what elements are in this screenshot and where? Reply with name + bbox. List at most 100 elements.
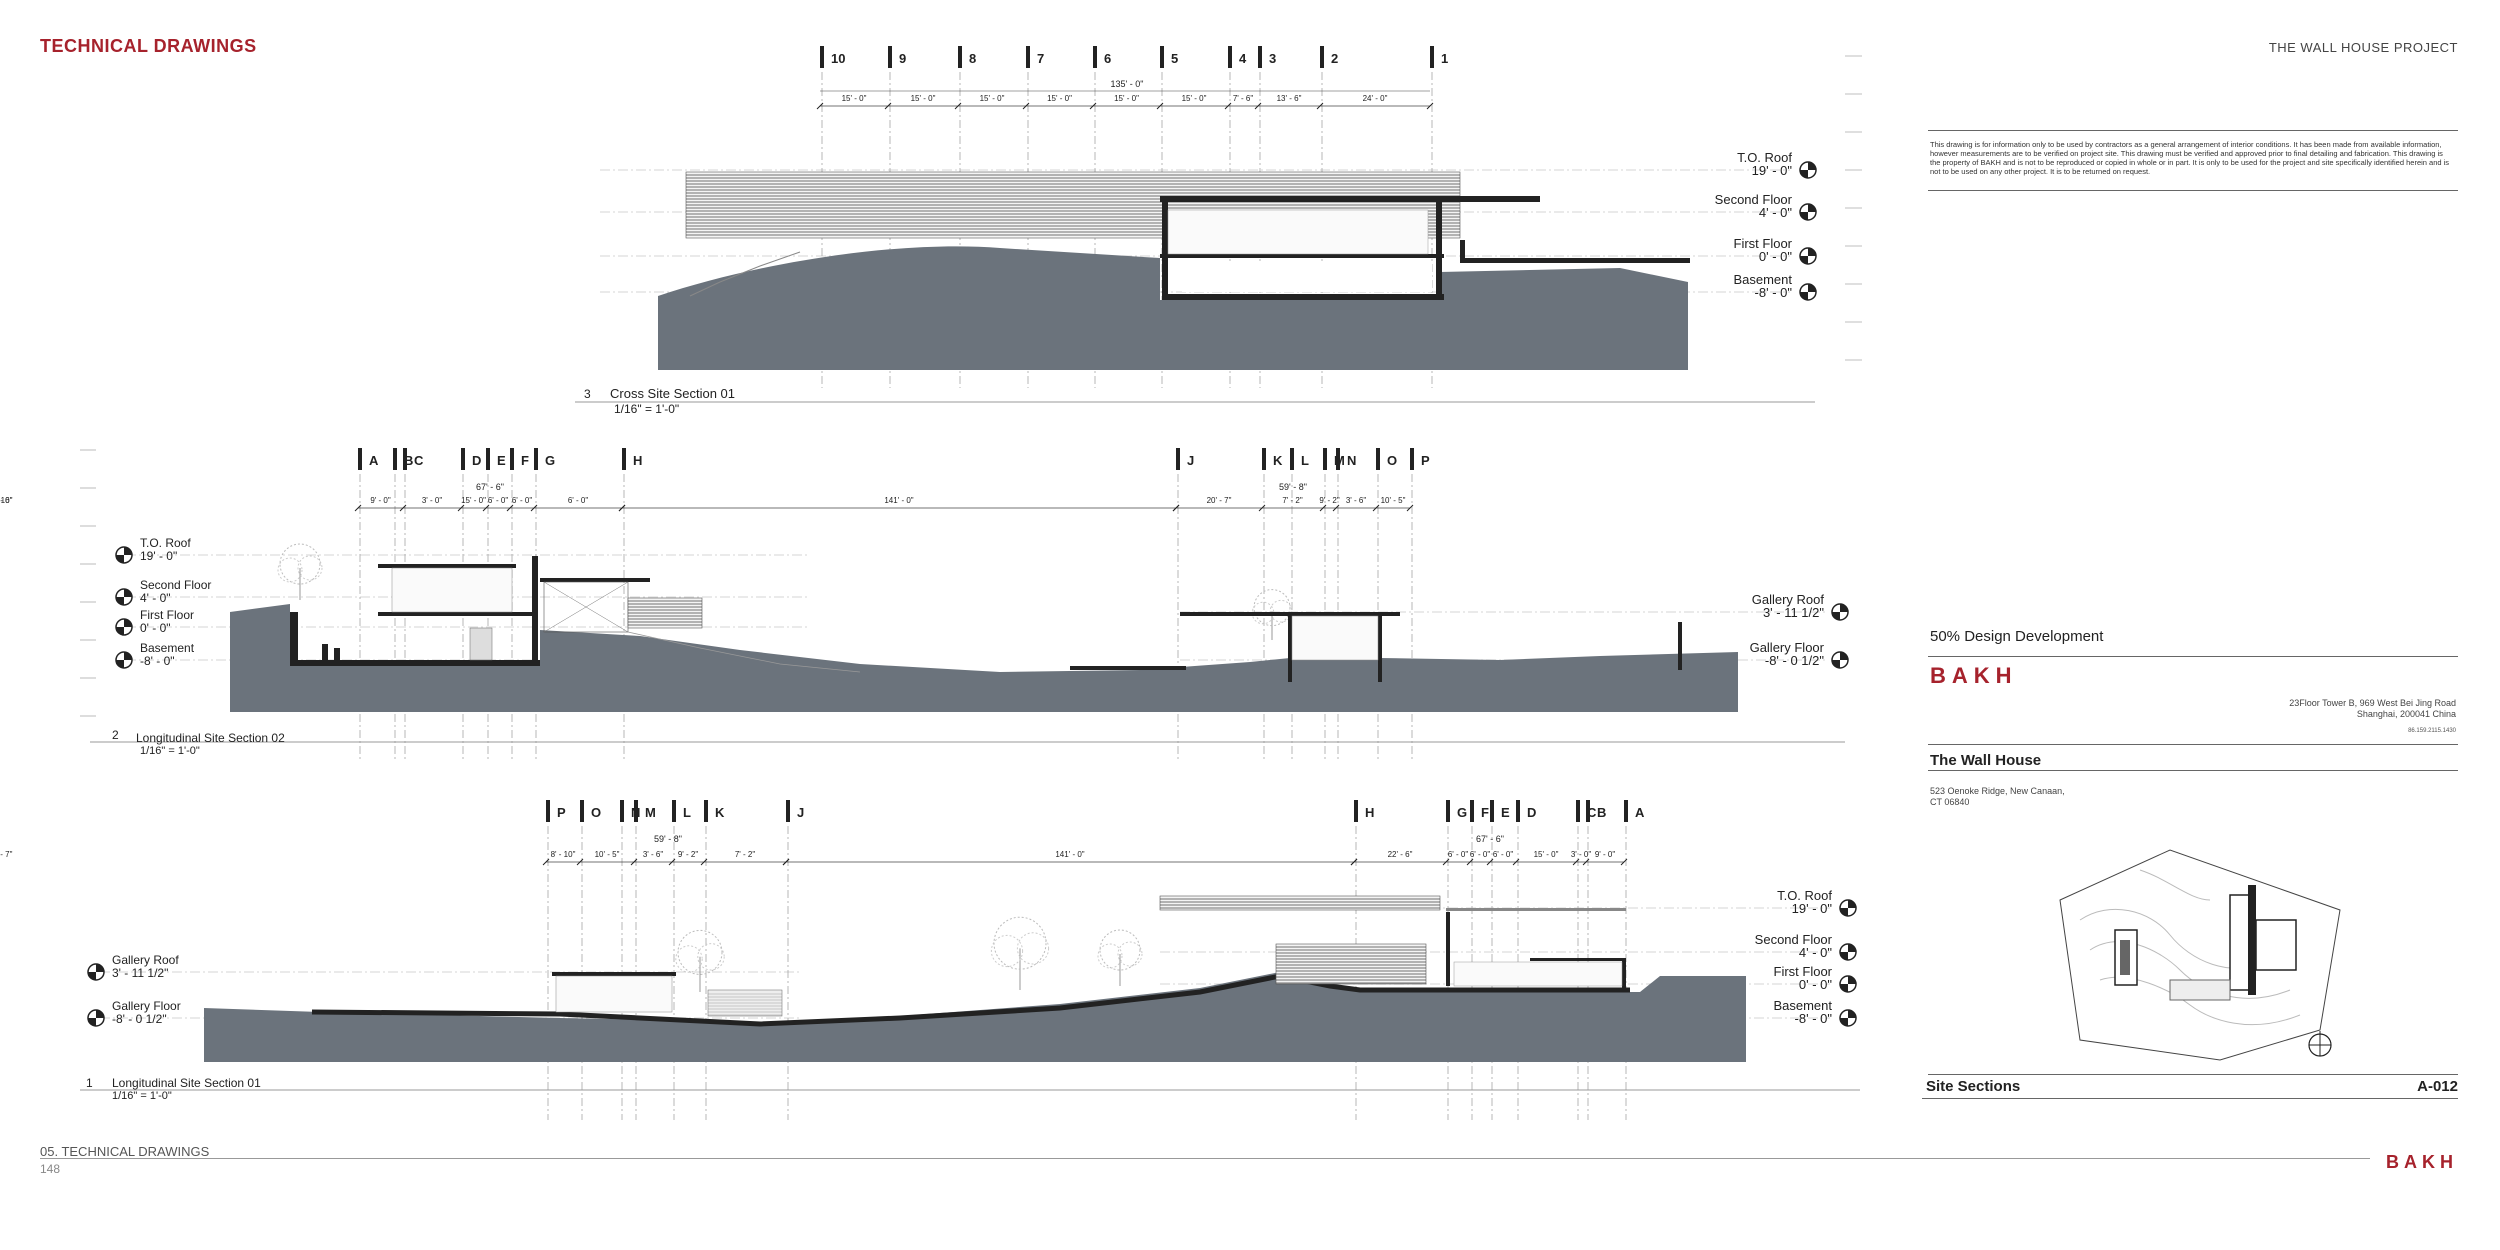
section2-left-dimension-text: 3' - 0" <box>422 496 443 505</box>
section1-left-dimension-tick <box>700 858 708 866</box>
section3-grid-bubble-8 <box>958 46 962 68</box>
title-block-divider-4 <box>1928 744 2458 745</box>
section2-right-dimension-tick <box>1319 504 1327 512</box>
section2-right-grid-bubble-O <box>1376 448 1380 470</box>
section2-right-dimension-text: 8' - 10" <box>0 496 13 505</box>
section3-grid-label-3: 3 <box>1269 51 1276 66</box>
section1-left-grid-label-O: O <box>591 805 601 820</box>
sheet-number: A-012 <box>2417 1078 2458 1095</box>
section2-left-grid-label-H: H <box>633 453 642 468</box>
footer-divider <box>40 1158 2370 1159</box>
section2-left-grid-label-G: G <box>545 453 555 468</box>
section2-level-name: Second Floor <box>140 578 211 592</box>
section1-left-dimension-text: 20' - 7" <box>0 850 13 859</box>
section1-terrain-cut-line <box>311 973 1630 1027</box>
section2-right-dimension-tick <box>1372 504 1380 512</box>
section1-level-name: Gallery Roof <box>112 953 179 967</box>
section3-number: 3 <box>584 387 591 401</box>
section3-grid-bubble-3 <box>1258 46 1262 68</box>
section1-right-dimension-tick <box>1486 858 1494 866</box>
section1-overall-dimension-left: 59' - 8" <box>654 834 682 844</box>
page-header-title: TECHNICAL DRAWINGS <box>40 36 257 56</box>
section1-middle-dimension-tick <box>782 858 790 866</box>
section3-level-elevation: 4' - 0" <box>1759 205 1792 220</box>
section2-right-grid-bubble-L <box>1290 448 1294 470</box>
section2-left-dimension-tick <box>506 504 514 512</box>
section2-number: 2 <box>112 728 119 742</box>
section2-right-dimension-tick <box>1332 504 1340 512</box>
section2-level-name: T.O. Roof <box>140 536 191 550</box>
title-block-divider-1 <box>1928 130 2458 131</box>
project-address: 523 Oenoke Ridge, New Canaan, CT 06840 <box>1930 786 2130 808</box>
section1-right-dimension-tick <box>1512 858 1520 866</box>
section2-right-dimension-text: 10' - 5" <box>1381 496 1406 505</box>
section2-level-marker-icon <box>1831 603 1849 621</box>
section2-left-dimension-tick <box>482 504 490 512</box>
footer-logo: BAKH <box>2386 1152 2458 1172</box>
section1-overall-dimension-right: 67' - 6" <box>1476 834 1504 844</box>
section2-left-grid-label-C: C <box>414 453 424 468</box>
design-stage: 50% Design Development <box>1930 628 2104 645</box>
page-number: 148 <box>40 1162 61 1176</box>
section2-left-grid-label-E: E <box>497 453 506 468</box>
section3-grid-label-7: 7 <box>1037 51 1044 66</box>
section2-left-grid-label-B: B <box>404 453 413 468</box>
section1-roof-band-elevation <box>1159 895 1441 911</box>
section3-grid-label-10: 10 <box>831 51 845 66</box>
section1-level-elevation: -8' - 0" <box>1795 1011 1833 1026</box>
section2-left-dimension-text: 9' - 0" <box>370 496 391 505</box>
section1-right-grid-label-G: G <box>1457 805 1467 820</box>
section3-level-marker-icon <box>1799 283 1817 301</box>
section3-overall-dimension: 135' - 0" <box>1111 79 1144 89</box>
section3-title: Cross Site Section 01 <box>610 386 735 401</box>
longitudinal-site-section-02: ABCDEFGHJKLMNOP67' - 6"59' - 8"9' - 0"3'… <box>0 448 1849 760</box>
section1-left-grid-label-J: J <box>797 805 804 820</box>
section1-right-grid-label-D: D <box>1527 805 1536 820</box>
footer-section-label: 05. TECHNICAL DRAWINGS <box>40 1144 210 1159</box>
title-block-divider-2 <box>1928 190 2458 191</box>
section1-left-dimension-text: 7' - 2" <box>735 850 756 859</box>
section2-right-dimension-text: 20' - 7" <box>1207 496 1232 505</box>
section2-level-elevation: 4' - 0" <box>140 591 171 605</box>
section3-dimension-text: 13' - 6" <box>1277 94 1302 103</box>
section1-main-house-cut <box>1446 908 1626 988</box>
office-address-line-1: 23Floor Tower B, 969 West Bei Jing Road <box>2289 698 2456 708</box>
section2-terrain-ramp <box>627 631 861 673</box>
section1-tree-icon <box>1097 929 1143 986</box>
section2-level-marker-icon <box>115 618 133 636</box>
section1-left-grid-bubble-K <box>704 800 708 822</box>
section2-level-elevation: 3' - 11 1/2" <box>1763 605 1824 620</box>
section3-grid-label-6: 6 <box>1104 51 1111 66</box>
section1-right-dimension-tick <box>1466 858 1474 866</box>
section2-left-dimension-text: 6' - 0" <box>488 496 509 505</box>
section3-grid-bubble-7 <box>1026 46 1030 68</box>
section1-right-dimension-text: 15' - 0" <box>1534 850 1559 859</box>
section1-left-grid-bubble-J <box>786 800 790 822</box>
section2-level-marker-icon <box>1831 651 1849 669</box>
section3-level-name: Basement <box>1733 272 1792 287</box>
section2-right-grid-label-O: O <box>1387 453 1397 468</box>
section2-tree-icon <box>277 543 323 600</box>
section1-right-dimension-tick <box>1572 858 1580 866</box>
section3-level-elevation: -8' - 0" <box>1755 285 1793 300</box>
section1-right-dimension-tick <box>1442 858 1450 866</box>
section1-left-grid-bubble-M <box>634 800 638 822</box>
section3-grid-bubble-2 <box>1320 46 1324 68</box>
section1-left-grid-label-K: K <box>715 805 725 820</box>
section2-level-marker-icon <box>115 588 133 606</box>
section3-level-name: Second Floor <box>1715 192 1793 207</box>
section2-left-grid-bubble-G <box>534 448 538 470</box>
section3-grid-label-5: 5 <box>1171 51 1178 66</box>
section1-level-elevation: 3' - 11 1/2" <box>112 966 168 980</box>
section3-level-name: T.O. Roof <box>1737 150 1792 165</box>
section2-overall-dimension-right: 59' - 8" <box>1279 482 1307 492</box>
longitudinal-site-section-01: PONMLKJHGFEDCBA59' - 8"67' - 6"8' - 10"1… <box>0 800 1860 1120</box>
section1-left-grid-bubble-P <box>546 800 550 822</box>
section2-right-grid-label-J: J <box>1187 453 1194 468</box>
section2-left-grid-label-D: D <box>472 453 481 468</box>
key-plan-buildings <box>2114 885 2297 1001</box>
section3-dimension-tick <box>1316 102 1324 110</box>
section2-left-grid-label-F: F <box>521 453 529 468</box>
